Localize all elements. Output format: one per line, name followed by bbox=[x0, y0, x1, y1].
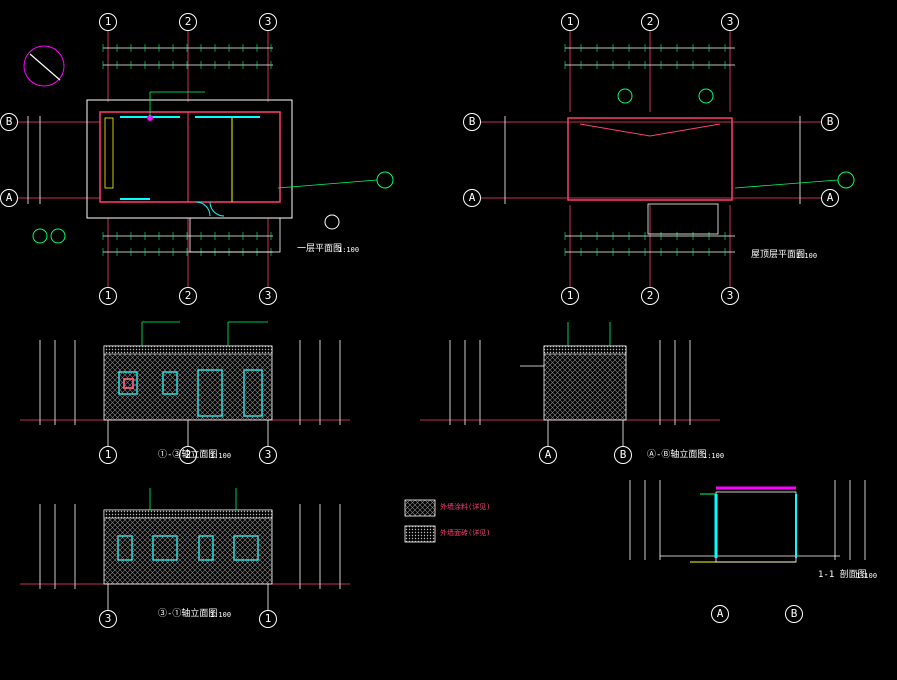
openings bbox=[104, 116, 797, 561]
roof-ridge bbox=[579, 123, 721, 137]
roof-canopy bbox=[647, 203, 719, 235]
elev-south-title: ①-③轴立面图 bbox=[158, 450, 218, 460]
elev-north-title: ③-①轴立面图 bbox=[158, 609, 218, 619]
leader bbox=[277, 179, 378, 189]
plan1-axis-B: B bbox=[0, 113, 18, 131]
elev-east-scale: 1:100 bbox=[703, 452, 725, 460]
plan1-title: 一层平面图 bbox=[297, 244, 343, 254]
section-axis-A: A bbox=[711, 605, 729, 623]
detail-callout-icon bbox=[837, 171, 855, 189]
roof-axis-top-2: 2 bbox=[641, 13, 659, 31]
section-axis-B: B bbox=[785, 605, 803, 623]
elev-north-axis-1: 1 bbox=[259, 610, 277, 628]
elev-east-axis-A: A bbox=[539, 446, 557, 464]
roof-axis-bottom-3: 3 bbox=[721, 287, 739, 305]
plan1-axis-A: A bbox=[0, 189, 18, 207]
roof-axis-top-3: 3 bbox=[721, 13, 739, 31]
plan1-scale: 1:100 bbox=[338, 246, 360, 254]
callouts bbox=[23, 45, 855, 510]
elev-south-axis-3: 3 bbox=[259, 446, 277, 464]
plan1-axis-bottom-1: 1 bbox=[99, 287, 117, 305]
plan1-axis-top-3: 3 bbox=[259, 13, 277, 31]
elev-north-axis-3: 3 bbox=[99, 610, 117, 628]
roof-axis-A-right: A bbox=[821, 189, 839, 207]
elev-east-parapet bbox=[543, 345, 627, 355]
leader bbox=[734, 179, 839, 189]
detail-callout-icon bbox=[376, 171, 394, 189]
section-scale: 1:100 bbox=[856, 572, 878, 580]
roof-scale: 1:100 bbox=[796, 252, 818, 260]
hatch-fills bbox=[103, 345, 627, 585]
section-mark-icon bbox=[32, 228, 48, 244]
door-swing bbox=[195, 201, 225, 217]
detail-callout-icon bbox=[617, 88, 633, 104]
roof-axis-A: A bbox=[463, 189, 481, 207]
roof-axis-top-1: 1 bbox=[561, 13, 579, 31]
section-mark-icon bbox=[50, 228, 66, 244]
roof-outline bbox=[567, 117, 733, 201]
north-arrow-icon bbox=[29, 53, 61, 81]
elev-east-axis-B: B bbox=[614, 446, 632, 464]
legend-swatch-2 bbox=[404, 525, 436, 543]
elev-east-wall bbox=[543, 345, 627, 421]
elev-south-wall bbox=[103, 345, 273, 421]
elev-north-parapet bbox=[103, 509, 273, 519]
elev-north-scale: 1:100 bbox=[210, 611, 232, 619]
walls bbox=[86, 99, 797, 563]
plan1-axis-top-2: 2 bbox=[179, 13, 197, 31]
plan1-axis-top-1: 1 bbox=[99, 13, 117, 31]
elev-south-axis-2: 2 bbox=[179, 446, 197, 464]
section-title: 1-1 剖面图 bbox=[818, 570, 867, 580]
plan1-outer-outline bbox=[86, 99, 293, 219]
north-arrow-icon bbox=[23, 45, 65, 87]
plan1-counter bbox=[104, 117, 114, 189]
legend-item-2: 外墙面砖(详见) bbox=[440, 529, 491, 537]
detail-callout-icon bbox=[698, 88, 714, 104]
elev-south-scale: 1:100 bbox=[210, 452, 232, 460]
roof-axis-B: B bbox=[463, 113, 481, 131]
plan1-porch bbox=[189, 217, 281, 253]
elev-east-title: Ⓐ-Ⓑ轴立面图 bbox=[647, 450, 707, 460]
elev-north-wall bbox=[103, 509, 273, 585]
roof-axis-bottom-2: 2 bbox=[641, 287, 659, 305]
section-room bbox=[715, 491, 797, 563]
roof-title: 屋顶层平面图 bbox=[751, 250, 806, 260]
legend-item-1: 外墙涂料(详见) bbox=[440, 503, 491, 511]
plan1-axis-bottom-3: 3 bbox=[259, 287, 277, 305]
roof-axis-B-right: B bbox=[821, 113, 839, 131]
elev-south-axis-1: 1 bbox=[99, 446, 117, 464]
roof-axis-bottom-1: 1 bbox=[561, 287, 579, 305]
plan1-walls bbox=[99, 111, 281, 203]
detail-callout-icon bbox=[324, 214, 340, 230]
legend-swatch-1 bbox=[404, 499, 436, 517]
elev-south-parapet bbox=[103, 345, 273, 355]
plan1-axis-bottom-2: 2 bbox=[179, 287, 197, 305]
